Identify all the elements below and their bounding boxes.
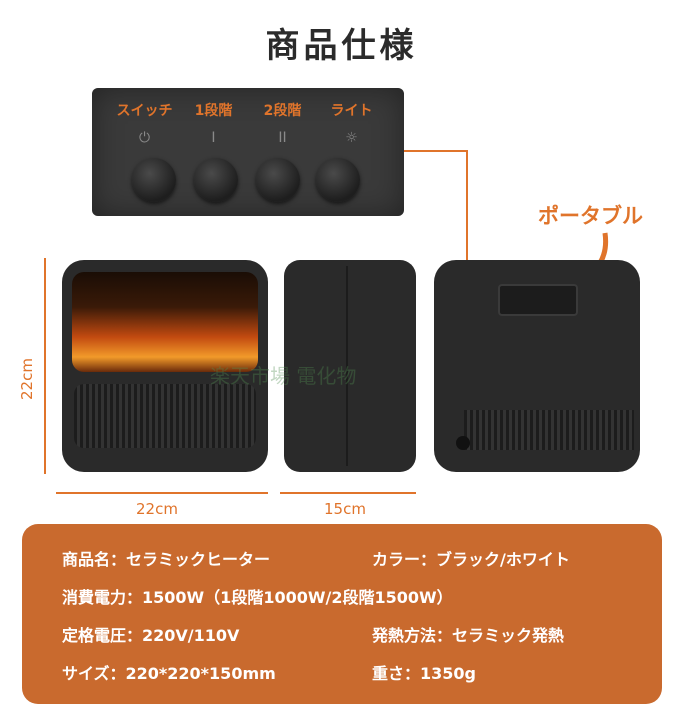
- heater-side-view: [284, 260, 416, 472]
- spec-heating: 発熱方法：セラミック発熱: [372, 626, 565, 645]
- label-switch: スイッチ: [116, 103, 173, 119]
- light-knob: [316, 158, 360, 202]
- switch-knob: [132, 158, 176, 202]
- stage-1-knob: [194, 158, 238, 202]
- label-stage-2: 2段階: [263, 103, 302, 119]
- spec-voltage: 定格電圧：220V/110V: [62, 626, 240, 645]
- cord-port: [456, 436, 470, 450]
- spec-box: 商品名：セラミックヒーター カラー：ブラック/ホワイト 消費電力：1500W（1…: [22, 524, 662, 704]
- label-light: ライト: [330, 103, 373, 119]
- control-panel: スイッチ 1段階 2段階 ライト ⏻ I II ☼: [92, 88, 404, 216]
- stage-1-icon: I: [211, 130, 216, 146]
- light-icon: ☼: [345, 130, 358, 146]
- width-label: 22cm: [136, 500, 178, 518]
- width-dimension-line: [56, 492, 268, 494]
- watermark: 楽天市場 電化物: [210, 364, 357, 388]
- depth-label: 15cm: [324, 500, 366, 518]
- back-vent: [464, 410, 634, 450]
- spec-power: 消費電力：1500W（1段階1000W/2段階1500W）: [62, 588, 453, 607]
- portable-callout: ポータブル: [538, 204, 643, 228]
- stage-2-knob: [256, 158, 300, 202]
- front-grille: [74, 384, 256, 448]
- depth-dimension-line: [280, 492, 416, 494]
- stage-2-icon: II: [278, 130, 287, 146]
- spec-color: カラー：ブラック/ホワイト: [372, 550, 570, 569]
- flame-window: [72, 272, 258, 372]
- spec-size: サイズ：220*220*150mm: [62, 664, 276, 683]
- height-dimension-line: [44, 258, 46, 474]
- label-stage-1: 1段階: [194, 103, 233, 119]
- heater-back-view: [434, 260, 640, 472]
- spec-weight: 重さ：1350g: [372, 664, 476, 683]
- carry-handle: [498, 284, 578, 316]
- leader-line: [404, 150, 468, 152]
- spec-name: 商品名：セラミックヒーター: [62, 550, 271, 569]
- side-seam: [346, 266, 348, 466]
- height-label: 22cm: [18, 358, 36, 400]
- leader-line-vertical: [466, 150, 468, 360]
- page-title: 商品仕様: [265, 26, 418, 66]
- heater-front-view: [62, 260, 268, 472]
- power-icon: ⏻: [138, 130, 151, 146]
